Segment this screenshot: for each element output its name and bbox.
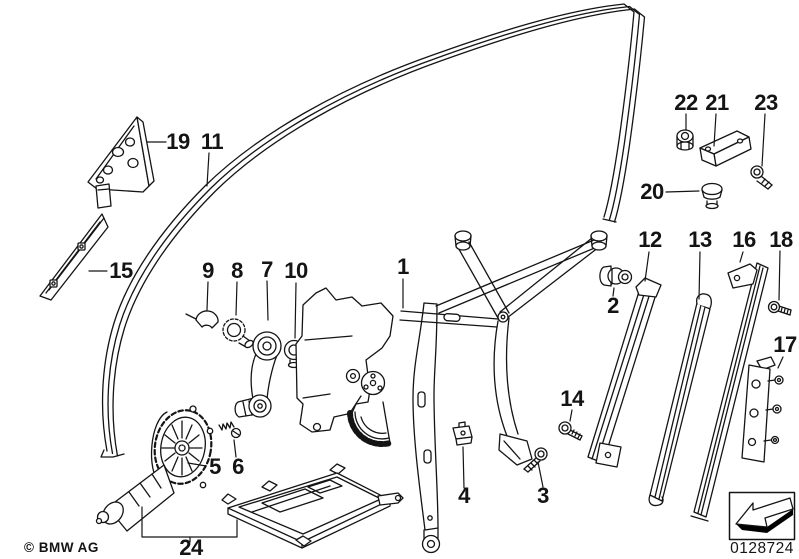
part-label-23[interactable]: 23: [754, 90, 778, 115]
motor-screw: [218, 421, 242, 439]
control-module: [221, 463, 404, 549]
window-crank-handle: [234, 331, 282, 418]
window-motor: [95, 405, 214, 532]
hex-screw-23: [750, 165, 773, 190]
guide-channel: [648, 293, 712, 507]
exterior-triangle-cover: [39, 213, 109, 301]
part-label-2[interactable]: 2: [607, 293, 619, 318]
part-label-20[interactable]: 20: [640, 179, 664, 204]
part-label-5[interactable]: 5: [209, 454, 221, 479]
plate-code: 0128724: [730, 540, 794, 557]
part-label-14[interactable]: 14: [560, 386, 584, 411]
leader-lines: [88, 113, 784, 543]
window-guide-seal: [100, 3, 646, 458]
mirror-triangle-cover: [87, 116, 155, 209]
part-label-4[interactable]: 4: [458, 483, 470, 508]
part-label-1[interactable]: 1: [397, 254, 409, 279]
part-label-17[interactable]: 17: [773, 332, 797, 357]
part-label-18[interactable]: 18: [769, 227, 793, 252]
part-label-7[interactable]: 7: [261, 257, 273, 282]
hex-screw-3: [523, 447, 548, 473]
direction-arrow-icon: [735, 497, 794, 533]
angle-bracket: [699, 130, 752, 167]
window-regulator-assembly: [295, 230, 608, 554]
part-label-16[interactable]: 16: [732, 227, 756, 252]
part-label-15[interactable]: 15: [109, 258, 133, 283]
hex-screw-14: [558, 421, 583, 441]
crank-cover-cap: [185, 310, 219, 329]
hex-screw-18: [767, 300, 792, 316]
copyright-text: © BMW AG: [24, 540, 99, 555]
clip-nut: [452, 421, 473, 446]
crank-knob: [222, 318, 254, 349]
part-label-3[interactable]: 3: [537, 483, 549, 508]
guide-rail-front: [690, 262, 769, 522]
part-label-10[interactable]: 10: [284, 258, 308, 283]
part-label-24[interactable]: 24: [179, 535, 203, 559]
part-label-11[interactable]: 11: [200, 129, 224, 154]
part-label-13[interactable]: 13: [688, 227, 712, 252]
part-label-12[interactable]: 12: [638, 227, 662, 252]
channel-clip: [599, 265, 633, 287]
part-label-9[interactable]: 9: [202, 258, 214, 283]
hex-nut: [676, 129, 694, 151]
direction-indicator: [728, 491, 796, 541]
part-label-6[interactable]: 6: [232, 454, 244, 479]
part-label-21[interactable]: 21: [705, 90, 729, 115]
part-label-19[interactable]: 19: [166, 129, 190, 154]
guide-rail-rear: [587, 277, 662, 468]
part-label-8[interactable]: 8: [231, 258, 243, 283]
part-label-22[interactable]: 22: [674, 90, 698, 115]
bracket-with-rollers: [741, 356, 784, 463]
blind-plug: [701, 182, 723, 210]
